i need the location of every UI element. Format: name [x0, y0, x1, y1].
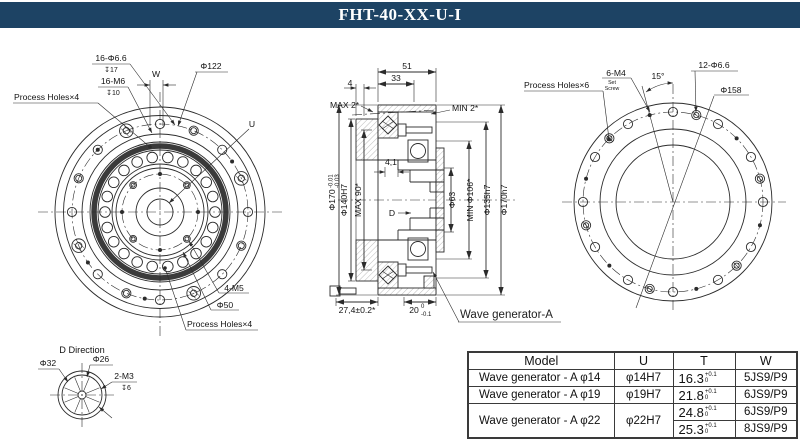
sec-dim-20-sup: 0	[421, 304, 425, 310]
table-header-row: Model U T W	[467, 351, 798, 370]
sec-dim-33-label: 33	[391, 73, 401, 83]
title-bar: FHT-40-XX-U-I	[0, 2, 800, 28]
section-view-drawing	[329, 68, 561, 323]
d-direction-detail-drawing	[38, 363, 137, 427]
cell-model: Wave generator - A φ19	[467, 386, 615, 404]
sec-d140h7-label: Φ140H7	[339, 184, 349, 216]
rear-15deg-label: 15°	[652, 71, 665, 81]
col-header-t: T	[672, 351, 736, 370]
sec-dim-4-1-label: 4,1	[385, 157, 397, 167]
wave-generator-label: Wave generator-A	[460, 309, 553, 321]
sec-d63-label: Φ63	[447, 192, 457, 209]
sec-max2-label: MAX 2*	[330, 100, 360, 110]
cell-w: 8JS9/P9	[734, 420, 798, 439]
cell-w: 6JS9/P9	[734, 386, 798, 404]
sec-dim-20-sub: -0.1	[421, 312, 432, 318]
sec-dim-20-label: 20	[409, 305, 419, 315]
front-d122-label: Φ122	[200, 61, 221, 71]
detail-d26-label: Φ26	[93, 354, 110, 364]
rear-set-note: Set	[608, 80, 616, 86]
sec-min-d106-label: MIN Φ106*	[465, 178, 475, 221]
sec-max90-label: MAX 90*	[353, 182, 363, 217]
sec-d135h7-label: Φ135h7	[482, 184, 492, 215]
rear-process-holes-label: Process Holes×6	[524, 80, 589, 90]
sec-d-view-label: D	[389, 208, 395, 218]
drawing-title: FHT-40-XX-U-I	[338, 5, 462, 24]
front-process-holes-bottom-label: Process Holes×4	[187, 319, 252, 329]
rear-6-m4-label: 6-M4	[606, 68, 626, 78]
col-header-u: U	[613, 351, 674, 370]
col-header-model: Model	[467, 351, 615, 370]
rear-12-d6-6-label: 12-Φ6.6	[698, 60, 729, 70]
svg-text:Φ170: Φ170	[327, 189, 337, 210]
cell-w: 6JS9/P9	[734, 403, 798, 421]
sec-d170-tol-label: Φ170 -0.01 -0.03	[327, 174, 341, 211]
cell-u: φ14H7	[613, 369, 674, 387]
front-w-dim-label: W	[152, 69, 161, 79]
sec-min2-label: MIN 2*	[452, 103, 479, 113]
rear-view-drawing	[524, 70, 786, 312]
cell-model: Wave generator - A φ14	[467, 369, 615, 387]
svg-text:-0.03: -0.03	[335, 174, 341, 188]
sec-dim-27-4-label: 27,4±0.2*	[339, 305, 376, 315]
front-4-m5-label: 4-M5	[224, 283, 244, 293]
front-process-holes-top-label: Process Holes×4	[14, 92, 79, 102]
front-depth-17-label: ↧17	[104, 67, 118, 74]
rear-d158-label: Φ158	[720, 85, 741, 95]
spec-table: Model U T W Wave generator - A φ14 φ14H7…	[467, 351, 798, 439]
cell-u: φ19H7	[613, 386, 674, 404]
front-16-d6-6-label: 16-Φ6.6	[95, 53, 126, 63]
svg-text:-0.01: -0.01	[329, 174, 335, 188]
col-header-w: W	[734, 351, 798, 370]
front-view-drawing	[13, 63, 282, 338]
front-16-m6-label: 16-M6	[101, 76, 126, 86]
front-d50-label: Φ50	[217, 300, 234, 310]
rear-screw-note: Screw	[605, 86, 620, 92]
detail-d32-label: Φ32	[40, 358, 57, 368]
d-direction-heading: D Direction	[59, 345, 104, 355]
sec-dim-51-label: 51	[402, 61, 412, 71]
cell-model: Wave generator - A φ22	[467, 403, 615, 439]
front-u-label: U	[249, 119, 255, 129]
sec-dim-4-label: 4	[348, 78, 353, 88]
cell-u: φ22H7	[613, 403, 674, 439]
detail-2-m3-label: 2-M3	[114, 371, 134, 381]
cell-w: 5JS9/P9	[734, 369, 798, 387]
sec-d170h7-label: Φ170h7	[499, 184, 509, 215]
detail-m3-depth-label: ↧6	[121, 385, 131, 392]
front-depth-10-label: ↧10	[106, 90, 120, 97]
